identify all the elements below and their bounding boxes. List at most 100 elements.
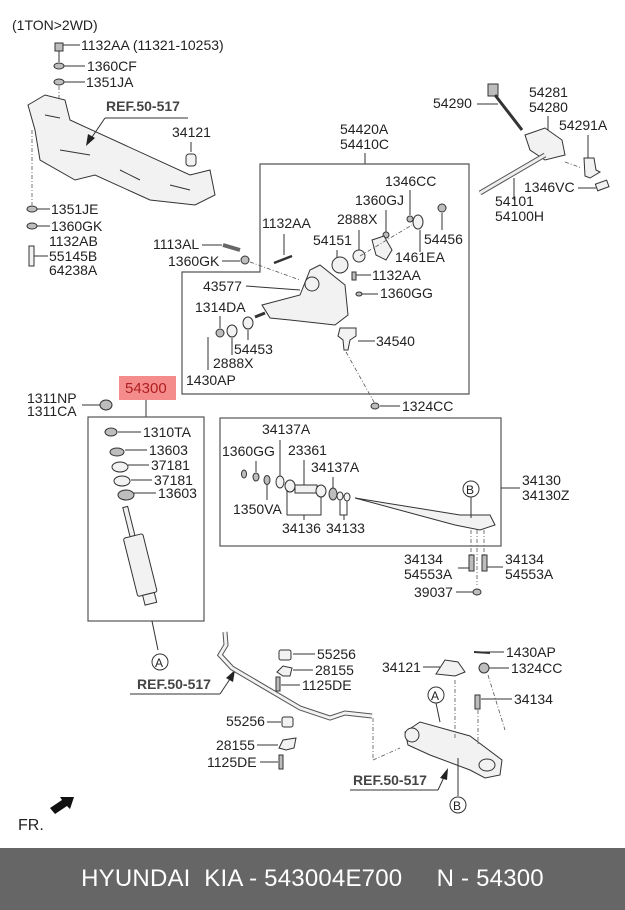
label-34137A-a[interactable]: 34137A bbox=[262, 421, 311, 437]
label-1430AP-mid[interactable]: 1430AP bbox=[186, 372, 236, 388]
label-1430AP-bottom[interactable]: 1430AP bbox=[506, 644, 556, 660]
label-1311NP[interactable]: 1311NP bbox=[27, 390, 77, 406]
nut-icon bbox=[241, 469, 247, 479]
pivot-bushing-icon bbox=[404, 727, 420, 743]
label-1132AA-mid[interactable]: 1132AA bbox=[262, 215, 311, 231]
label-1311CA[interactable]: 1311CA bbox=[27, 403, 77, 419]
label-34137A-b[interactable]: 34137A bbox=[311, 459, 360, 475]
label-34121-top[interactable]: 34121 bbox=[172, 124, 211, 140]
bolt-icon bbox=[481, 554, 488, 572]
label-1346VC[interactable]: 1346VC bbox=[524, 179, 575, 195]
label-54151[interactable]: 54151 bbox=[313, 232, 352, 248]
front-arrow-icon bbox=[50, 797, 74, 814]
label-1324CC-mid[interactable]: 1324CC bbox=[402, 398, 453, 414]
label-28155-b[interactable]: 28155 bbox=[216, 737, 255, 753]
label-1360GK-left[interactable]: 1360GK bbox=[51, 218, 103, 234]
label-1125DE-a[interactable]: 1125DE bbox=[302, 677, 352, 693]
callout-b-label-lower: B bbox=[453, 799, 461, 813]
label-34134-right[interactable]: 34134 bbox=[505, 551, 544, 567]
label-64238A[interactable]: 64238A bbox=[49, 262, 98, 278]
label-34136[interactable]: 34136 bbox=[282, 520, 321, 536]
strut-bolts-group: 34134 54553A 34134 54553A 39037 bbox=[404, 530, 554, 600]
label-54453[interactable]: 54453 bbox=[234, 341, 273, 357]
label-34540[interactable]: 34540 bbox=[376, 333, 415, 349]
label-1360GG-arm[interactable]: 1360GG bbox=[380, 285, 433, 301]
label-54553A-right[interactable]: 54553A bbox=[505, 566, 554, 582]
parts-diagram: (1TON>2WD) 1132AA (11321-10253) 1360CF 1… bbox=[12, 17, 610, 834]
label-54290[interactable]: 54290 bbox=[433, 95, 472, 111]
bolt-icon bbox=[28, 245, 35, 267]
ball-joint-icon bbox=[337, 327, 357, 351]
ref-link-stabilizer[interactable]: REF.50-517 bbox=[137, 676, 211, 692]
collar-icon bbox=[294, 484, 318, 494]
callout-b-marker-lower[interactable] bbox=[449, 796, 467, 814]
label-34134-left[interactable]: 34134 bbox=[404, 551, 443, 567]
rubber-bushing-icon bbox=[111, 461, 129, 473]
lower-arm-group: 1430AP 34121 1324CC 34134 A REF.50-517 B bbox=[350, 644, 562, 814]
label-34130[interactable]: 34130 bbox=[522, 472, 561, 488]
callout-a-marker[interactable] bbox=[151, 653, 169, 671]
footer-bar: HYUNDAI KIA - 543004E700 N - 54300 bbox=[0, 848, 625, 910]
ref-arrow-icon bbox=[226, 670, 235, 682]
highlighted-part-number[interactable]: 54300 bbox=[125, 380, 167, 397]
label-34134-bottom[interactable]: 34134 bbox=[514, 691, 553, 707]
lower-control-arm-icon bbox=[404, 721, 503, 779]
label-1113AL[interactable]: 1113AL bbox=[153, 236, 199, 252]
label-54410C[interactable]: 54410C bbox=[340, 136, 389, 152]
label-1360GG-rod[interactable]: 1360GG bbox=[222, 443, 275, 459]
label-2888X-bot[interactable]: 2888X bbox=[213, 355, 254, 371]
label-34133[interactable]: 34133 bbox=[326, 520, 365, 536]
ref-link-top[interactable]: REF.50-517 bbox=[106, 98, 180, 114]
ref-link-lower[interactable]: REF.50-517 bbox=[353, 772, 427, 788]
label-55145B[interactable]: 55145B bbox=[49, 248, 97, 264]
nut-icon bbox=[406, 215, 414, 223]
label-54101[interactable]: 54101 bbox=[495, 193, 534, 209]
label-54281[interactable]: 54281 bbox=[529, 84, 568, 100]
label-1360GK-mid[interactable]: 1360GK bbox=[168, 253, 220, 269]
label-1461EA[interactable]: 1461EA bbox=[395, 249, 445, 265]
label-54456[interactable]: 54456 bbox=[424, 231, 463, 247]
label-54100H[interactable]: 54100H bbox=[495, 208, 544, 224]
label-1360CF[interactable]: 1360CF bbox=[87, 58, 137, 74]
bolt-icon bbox=[474, 694, 481, 710]
bushing-icon bbox=[315, 484, 327, 498]
label-1125DE-b[interactable]: 1125DE bbox=[207, 754, 257, 770]
label-13603-a[interactable]: 13603 bbox=[149, 442, 188, 458]
label-55256-a[interactable]: 55256 bbox=[317, 646, 356, 662]
label-34121-bottom[interactable]: 34121 bbox=[382, 659, 421, 675]
bushing-icon bbox=[242, 316, 254, 330]
label-13603-b[interactable]: 13603 bbox=[158, 485, 197, 501]
label-37181-a[interactable]: 37181 bbox=[151, 457, 190, 473]
upper-arm-box bbox=[181, 163, 470, 395]
label-1360GJ[interactable]: 1360GJ bbox=[355, 192, 404, 208]
label-43577[interactable]: 43577 bbox=[203, 278, 242, 294]
label-54420A[interactable]: 54420A bbox=[340, 121, 389, 137]
label-2888X-top[interactable]: 2888X bbox=[337, 211, 378, 227]
label-1346CC[interactable]: 1346CC bbox=[385, 173, 436, 189]
label-34130Z[interactable]: 34130Z bbox=[522, 487, 570, 503]
nut-icon bbox=[472, 588, 482, 596]
label-39037[interactable]: 39037 bbox=[414, 584, 453, 600]
nut-icon bbox=[437, 203, 447, 213]
label-1310TA[interactable]: 1310TA bbox=[143, 424, 192, 440]
bump-stopper-icon bbox=[435, 659, 466, 677]
label-1324CC-bottom[interactable]: 1324CC bbox=[511, 660, 562, 676]
label-28155-a[interactable]: 28155 bbox=[315, 662, 354, 678]
crossmember-group: 1132AA (11321-10253) 1360CF 1351JA REF.5… bbox=[26, 37, 224, 278]
label-1132AA-arm[interactable]: 1132AA bbox=[372, 267, 421, 283]
label-1350VA[interactable]: 1350VA bbox=[233, 501, 282, 517]
label-1132AA[interactable]: 1132AA (11321-10253) bbox=[81, 37, 224, 53]
label-54553A-left[interactable]: 54553A bbox=[404, 566, 453, 582]
label-54291A[interactable]: 54291A bbox=[559, 117, 608, 133]
label-1314DA[interactable]: 1314DA bbox=[195, 299, 246, 315]
label-1351JA[interactable]: 1351JA bbox=[86, 74, 134, 90]
label-37181-b[interactable]: 37181 bbox=[154, 472, 193, 488]
label-54280[interactable]: 54280 bbox=[529, 99, 568, 115]
washer-icon bbox=[328, 487, 338, 501]
label-23361[interactable]: 23361 bbox=[288, 442, 327, 458]
label-55256-b[interactable]: 55256 bbox=[226, 713, 265, 729]
label-1132AB[interactable]: 1132AB bbox=[49, 233, 98, 249]
strut-rod-box bbox=[219, 417, 502, 547]
variant-title: (1TON>2WD) bbox=[12, 17, 98, 33]
label-1351JE[interactable]: 1351JE bbox=[51, 201, 98, 217]
